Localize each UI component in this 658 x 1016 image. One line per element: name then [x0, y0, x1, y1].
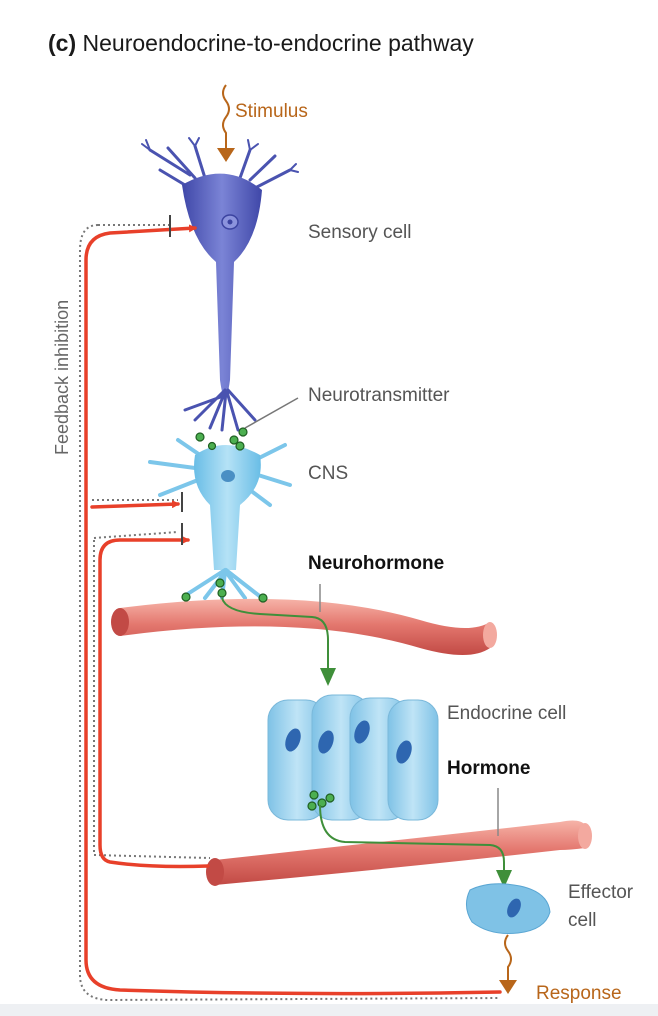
- bottom-strip: [0, 1004, 658, 1016]
- feedback-dotted-outline: [79, 224, 501, 1002]
- neurotransmitter-dots: [195, 427, 248, 451]
- hormone-path: [319, 804, 505, 880]
- neurohormone-label: Neurohormone: [308, 553, 445, 574]
- stimulus-label: Stimulus: [235, 101, 308, 122]
- neurohormone-arrowhead: [320, 668, 336, 686]
- cns-label: CNS: [308, 463, 349, 484]
- effector-cell-label-line2: cell: [568, 910, 597, 931]
- neurotransmitter-label: Neurotransmitter: [308, 385, 450, 406]
- response-arrow: [499, 934, 517, 994]
- feedback-inhibition-lines: [84, 224, 502, 996]
- stimulus-arrow: [217, 84, 235, 162]
- figure-title: (c) Neuroendocrine-to-endocrine pathway: [48, 30, 474, 57]
- cns-neuron: [148, 438, 292, 600]
- lower-blood-vessel: [206, 820, 592, 886]
- endocrine-cell-label: Endocrine cell: [447, 703, 567, 724]
- hormone-label: Hormone: [447, 758, 531, 779]
- upper-blood-vessel: [111, 598, 497, 655]
- neurohormone-path: [221, 597, 329, 680]
- sensory-cell-label: Sensory cell: [308, 222, 412, 243]
- inhibition-bars: [169, 215, 183, 545]
- sensory-cell-neuron: [141, 137, 299, 432]
- hormone-dots: [307, 790, 335, 811]
- figure-part-label: (c): [48, 30, 77, 56]
- neurotransmitter-leader: [244, 397, 299, 429]
- neurohormone-dots: [181, 578, 268, 603]
- feedback-inhibition-label: Feedback inhibition: [52, 299, 72, 455]
- endocrine-cells: [267, 694, 439, 821]
- response-label: Response: [536, 983, 622, 1004]
- hormone-arrowhead: [496, 870, 512, 888]
- figure-title-text: Neuroendocrine-to-endocrine pathway: [82, 30, 474, 56]
- effector-cell: [466, 883, 551, 934]
- effector-cell-label-line1: Effector: [568, 882, 634, 903]
